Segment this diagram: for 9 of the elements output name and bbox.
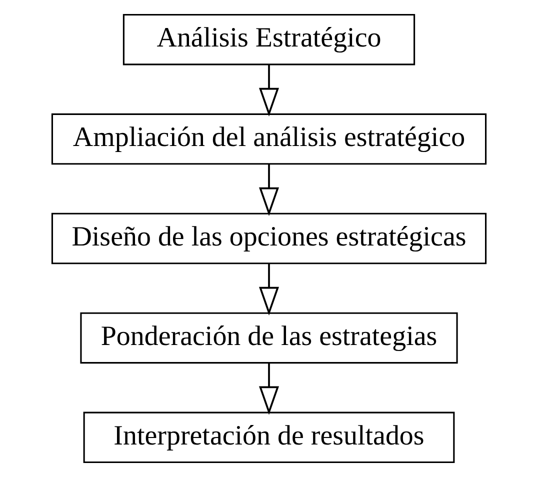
- node-box: Diseño de las opciones estratégicas: [50, 212, 486, 264]
- arrow: [258, 164, 279, 216]
- node-box: Interpretación de resultados: [82, 412, 454, 464]
- node-box: Ponderación de las estrategias: [80, 312, 458, 364]
- node-box: Análisis Estratégico: [122, 14, 415, 66]
- node-box: Ampliación del análisis estratégico: [50, 113, 486, 165]
- arrow: [258, 64, 279, 117]
- arrow: [258, 362, 279, 415]
- arrow: [258, 263, 279, 316]
